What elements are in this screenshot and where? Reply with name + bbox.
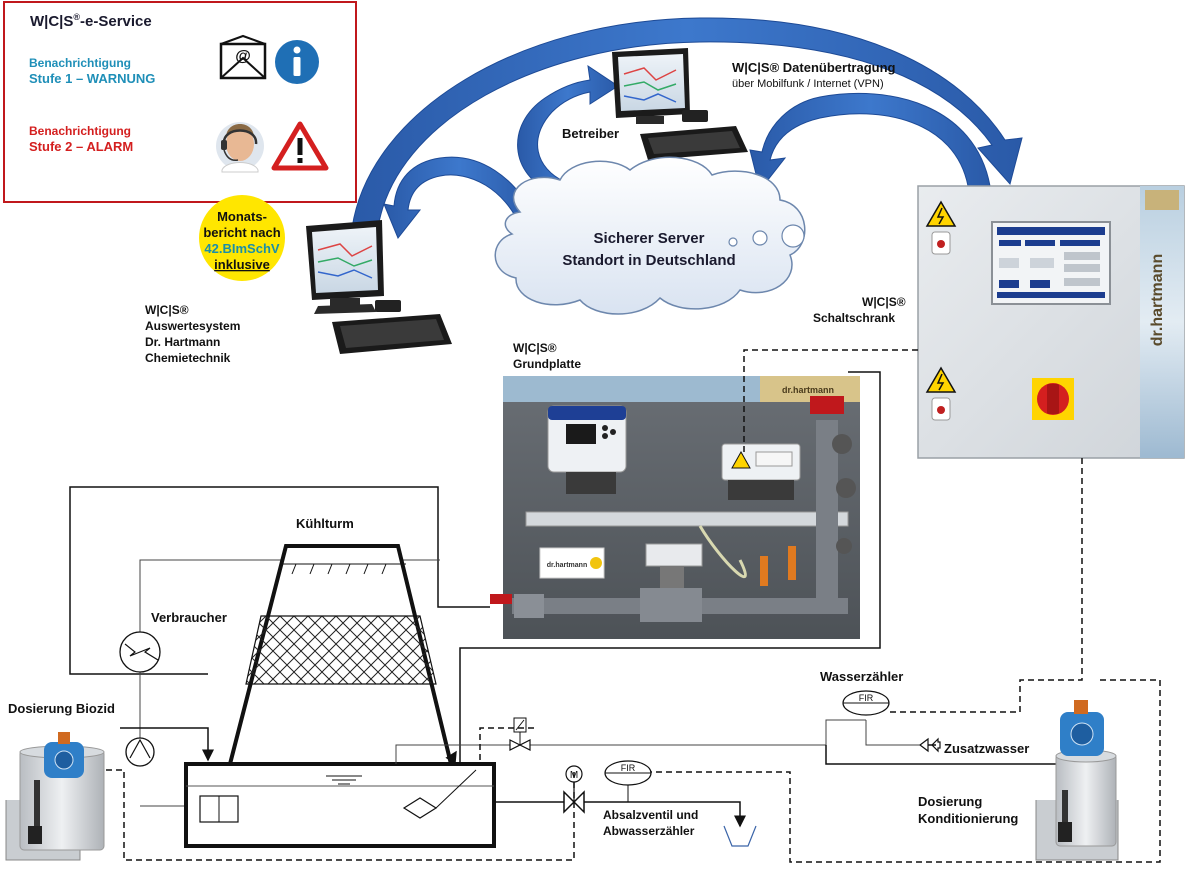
evaluation-label-line1: W|C|S®	[145, 303, 189, 317]
baseplate-brand: dr.hartmann	[782, 385, 834, 395]
heat-exchanger-icon	[119, 631, 161, 673]
support-agent-avatar	[216, 122, 264, 173]
evaluation-label-line2: Auswertesystem	[145, 319, 240, 333]
makeup-solenoid-valve	[509, 717, 531, 751]
badge-line2: bericht nach	[203, 225, 280, 240]
signal-lines	[80, 349, 1161, 863]
evaluation-computer	[306, 220, 452, 354]
eservice-title-rest: -e-Service	[80, 13, 152, 30]
evaluation-label-line3: Dr. Hartmann	[145, 335, 220, 349]
water-meter-fir: FIR	[842, 690, 890, 716]
arrow-server-to-evaluation	[383, 156, 535, 239]
eservice-panel: W|C|S®-e-Service Benachrichtigung Stufe …	[3, 1, 357, 203]
badge-line3: 42.BImSchV	[204, 241, 279, 256]
drain-outlet-symbol	[723, 825, 757, 847]
badge-line1: Monats-	[217, 209, 267, 224]
svg-text:FIR: FIR	[859, 693, 874, 703]
consumer-label: Verbraucher	[151, 610, 227, 625]
server-label-line2: Standort in Deutschland	[562, 252, 735, 269]
eservice-title-reg: ®	[73, 12, 80, 22]
badge-line4: inklusive	[214, 257, 270, 272]
level2-line2: Stufe 2 – ALARM	[29, 139, 133, 154]
baseplate-card-brand: dr.hartmann	[547, 562, 587, 569]
info-icon	[275, 40, 319, 84]
baseplate-label-line2: Grundplatte	[513, 357, 581, 371]
drain-label-line2: Abwasserzähler	[603, 824, 695, 838]
dosing-cond-label-line2: Konditionierung	[918, 811, 1018, 826]
server-label-line1: Sicherer Server	[594, 230, 705, 247]
cooling-tower-icon	[227, 544, 454, 766]
cabinet-brand: dr.hartmann	[1149, 254, 1166, 346]
drain-meter-fir: FIR	[604, 760, 652, 802]
svg-text:FIR: FIR	[621, 763, 636, 773]
drain-label-line1: Absalzventil und	[603, 808, 698, 822]
evaluation-label-line4: Chemietechnik	[145, 351, 231, 365]
baseplate-label-line1: W|C|S®	[513, 341, 557, 355]
circulation-pump-icon	[125, 737, 155, 767]
arrow-evaluation-to-cabinet	[351, 17, 1023, 229]
makeup-water-label: Zusatzwasser	[944, 741, 1029, 756]
arrow-server-to-operator	[517, 64, 619, 193]
baseplate-photo: dr.hartmann dr.hartmann	[490, 376, 860, 639]
warning-triangle-icon	[271, 121, 329, 171]
transfer-subtitle: über Mobilfunk / Internet (VPN)	[732, 78, 884, 90]
process-schematic: FIR M FIR	[69, 371, 1056, 848]
secure-server-cloud: Sicherer Server Standort in Deutschland	[494, 156, 806, 315]
operator-label: Betreiber	[562, 126, 619, 141]
cooling-tower-label: Kühlturm	[296, 516, 354, 531]
email-icon: @	[219, 34, 267, 80]
eservice-title: W|C|S	[30, 13, 73, 30]
dosing-cond-label-line1: Dosierung	[918, 794, 982, 809]
cabinet-label-line2: Schaltschrank	[813, 311, 895, 325]
level2-line1: Benachrichtigung	[29, 124, 131, 138]
level1-line2: Stufe 1 – WARNUNG	[29, 71, 155, 86]
dosing-biocide-label: Dosierung Biozid	[8, 701, 115, 716]
arrow-cabinet-to-server	[749, 92, 991, 192]
diagram-labels: W|C|S® Datenübertragung über Mobilfunk /…	[8, 60, 1029, 838]
water-meter-label: Wasserzähler	[820, 669, 903, 684]
level1-line1: Benachrichtigung	[29, 56, 131, 70]
cooling-basin	[184, 762, 496, 848]
dosing-station-conditioning	[1035, 700, 1119, 861]
svg-text:W|C|S®-e-Service: W|C|S®-e-Service	[30, 12, 152, 30]
transfer-title: W|C|S® Datenübertragung	[732, 60, 896, 75]
dosing-station-biocide	[5, 732, 105, 861]
data-transfer-arrows	[351, 17, 1023, 239]
svg-text:@: @	[235, 48, 251, 65]
operator-computer	[612, 48, 748, 160]
cabinet-label-line1: W|C|S®	[862, 295, 906, 309]
monthly-report-badge: Monats- bericht nach 42.BImSchV inklusiv…	[199, 195, 285, 281]
switch-cabinet: dr.hartmann	[917, 185, 1185, 459]
